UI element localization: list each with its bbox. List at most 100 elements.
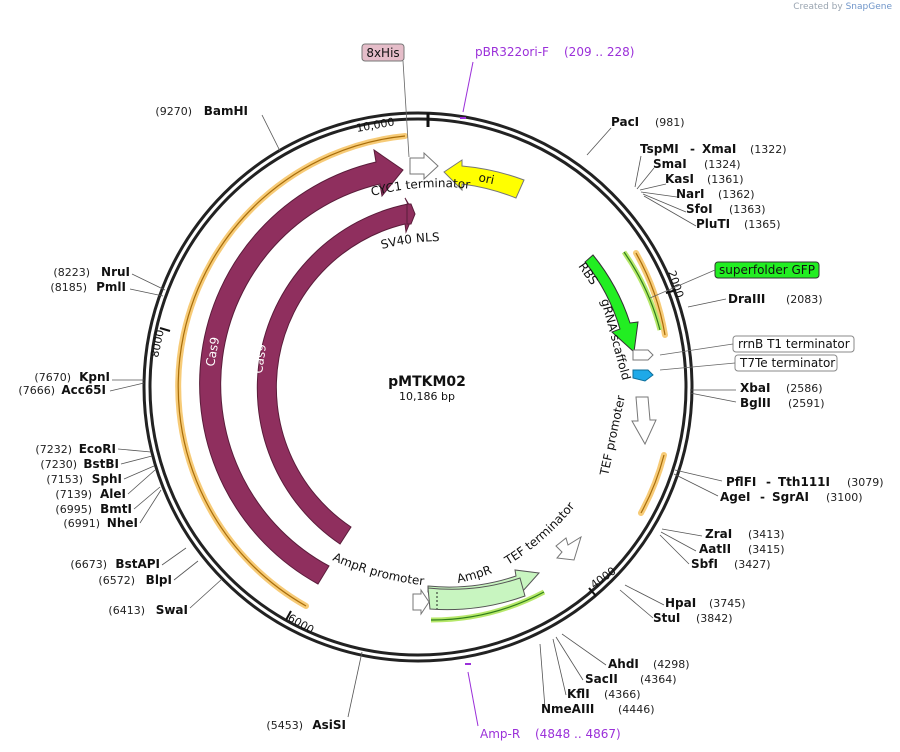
primer-ampr-connector xyxy=(467,671,479,727)
cas9-label-inner: Cas9 xyxy=(251,343,269,374)
rrnb-terminator-arrow[interactable] xyxy=(632,349,654,361)
site-agei-sgrai[interactable]: AgeI - SgrAI (3100) xyxy=(720,490,863,504)
site-acc65i-pos: (7666) xyxy=(18,384,55,397)
primer-pbr322-name: pBR322ori-F xyxy=(475,45,549,59)
tick-8000: 8000 xyxy=(148,329,167,359)
tick-mark-4000 xyxy=(588,587,597,597)
site-zrai[interactable]: ZraI (3413) xyxy=(705,527,785,541)
tick-6000: 6000 xyxy=(286,611,317,636)
site-xbai[interactable]: XbaI (2586) xyxy=(689,381,823,403)
plasmid-name: pMTKM02 xyxy=(388,374,466,390)
site-bstbi-pos: (7230) xyxy=(40,458,77,471)
site-asisi[interactable]: AsiSI (5453) xyxy=(266,651,363,732)
site-xbai-name: XbaI xyxy=(740,381,770,395)
site-nmeaiii-name: NmeAIII xyxy=(541,702,594,716)
site-blpi-name: BlpI xyxy=(146,573,172,587)
backbone-inner xyxy=(148,117,688,657)
site-pflfi-name: PflFI xyxy=(726,475,756,489)
cluster3-line-1 xyxy=(561,633,607,666)
site-bstbi[interactable]: BstBI (7230) xyxy=(40,457,119,471)
cluster4-line-5 xyxy=(133,486,161,510)
site-aatii[interactable]: AatII (3415) xyxy=(699,542,785,556)
site-swai[interactable]: SwaI (6413) xyxy=(108,578,223,617)
site-swai-name: SwaI xyxy=(156,603,188,617)
site-bglii-pos: (2591) xyxy=(788,397,825,410)
sfgfp-label: superfolder GFP xyxy=(719,263,815,277)
cas9-inner-arrow[interactable] xyxy=(256,197,415,545)
site-kasi[interactable]: KasI (1361) xyxy=(665,172,744,186)
tick-mark-6000 xyxy=(285,610,292,621)
cluster-line-1 xyxy=(634,155,642,188)
cluster4-line-6 xyxy=(139,489,162,524)
site-nari[interactable]: NarI (1362) xyxy=(676,187,755,201)
credit-brand: SnapGene xyxy=(845,2,892,12)
ori-arrow[interactable] xyxy=(443,159,525,199)
his-tag-arrow[interactable] xyxy=(409,151,439,181)
site-pflfi-tth111i[interactable]: PflFI - Tth111I (3079) xyxy=(673,469,884,497)
site-alei[interactable]: AleI (7139) xyxy=(55,487,126,501)
site-kfli[interactable]: KflI (4366) xyxy=(567,687,641,701)
site-bglii[interactable]: BglII (2591) xyxy=(740,396,825,410)
orf-arc-right xyxy=(633,250,668,338)
site-pmli-line xyxy=(129,288,164,297)
sv40-nls-arrow[interactable] xyxy=(406,203,416,225)
site-hpai-name: HpaI xyxy=(665,596,696,610)
site-ecori[interactable]: EcoRI (7232) xyxy=(35,442,116,456)
site-pmli[interactable]: PmlI (8185) xyxy=(50,280,126,294)
site-smai-name: SmaI xyxy=(653,157,687,171)
site-sacii[interactable]: SacII (4364) xyxy=(585,672,677,686)
t7te-connector xyxy=(659,362,736,371)
site-pflfi-line xyxy=(674,469,723,482)
ampr-promoter-label: AmpR promoter xyxy=(331,550,425,588)
site-acc65i[interactable]: Acc65I (7666) xyxy=(18,383,106,397)
site-bamhi-pos: (9270) xyxy=(155,105,192,118)
ampr-promoter-label-path: AmpR promoter xyxy=(331,550,425,588)
site-smai[interactable]: SmaI (1324) xyxy=(653,157,741,171)
site-bamhi[interactable]: BamHI (9270) xyxy=(155,104,281,152)
site-tspmi-xmai[interactable]: TspMI - XmaI (1322) xyxy=(640,142,787,156)
tef-promoter-arrow[interactable] xyxy=(631,396,657,446)
site-pluti[interactable]: PluTI (1365) xyxy=(696,217,781,231)
site-acc65i-name: Acc65I xyxy=(61,383,106,397)
site-draiii-line xyxy=(687,298,727,308)
site-sfoi[interactable]: SfoI (1363) xyxy=(686,202,766,216)
cluster-line-4 xyxy=(640,191,678,198)
cas9-outer-arrow[interactable] xyxy=(199,148,404,585)
site-sbfi[interactable]: SbfI (3427) xyxy=(691,557,771,571)
site-swai-pos: (6413) xyxy=(108,604,145,617)
site-aatii-name: AatII xyxy=(699,542,731,556)
site-sgrai-name: SgrAI xyxy=(772,490,809,504)
site-stui[interactable]: StuI (3842) xyxy=(653,611,733,625)
site-tspmi-dash: - xyxy=(690,142,695,156)
sv40-label-path: SV40 NLS xyxy=(379,230,439,252)
site-agei-dash: - xyxy=(760,490,765,504)
tef-terminator-arrow[interactable] xyxy=(555,535,582,561)
site-paci[interactable]: PacI (981) xyxy=(586,115,685,156)
site-ahdi[interactable]: AhdI (4298) xyxy=(608,657,690,671)
primer-pbr322-pos: (209 .. 228) xyxy=(564,45,634,59)
site-draiii[interactable]: DraIII (2083) xyxy=(687,292,823,308)
cluster2-line-1 xyxy=(661,528,703,537)
t7te-terminator-arrow[interactable] xyxy=(632,369,654,382)
site-bglii-name: BglII xyxy=(740,396,771,410)
site-bstapi[interactable]: BstAPI (6673) xyxy=(70,547,199,581)
site-nmeaiii[interactable]: NmeAIII (4446) xyxy=(541,702,655,716)
site-bmti[interactable]: BmtI (6995) xyxy=(55,502,132,516)
site-nhei-pos: (6991) xyxy=(63,517,100,530)
site-tspmi-pos: (1322) xyxy=(750,143,787,156)
site-nrui[interactable]: NruI (8223) xyxy=(53,265,166,297)
site-kpni[interactable]: KpnI (7670) xyxy=(34,370,145,392)
site-sphi[interactable]: SphI (7153) xyxy=(46,472,122,486)
cluster2-line-3 xyxy=(659,534,690,565)
site-nhei[interactable]: NheI (6991) xyxy=(63,516,138,530)
site-kasi-pos: (1361) xyxy=(707,173,744,186)
site-blpi[interactable]: BlpI (6572) xyxy=(98,573,172,587)
site-hpai[interactable]: HpaI (3745) xyxy=(619,584,746,619)
ampr-promoter-arrow[interactable] xyxy=(412,588,430,616)
sfgfp-arrow[interactable] xyxy=(584,254,639,354)
site-bstbi-name: BstBI xyxy=(83,457,119,471)
site-paci-pos: (981) xyxy=(655,116,685,129)
primer-ampr-pos: (4848 .. 4867) xyxy=(535,727,621,741)
rrnb-connector xyxy=(659,343,734,356)
